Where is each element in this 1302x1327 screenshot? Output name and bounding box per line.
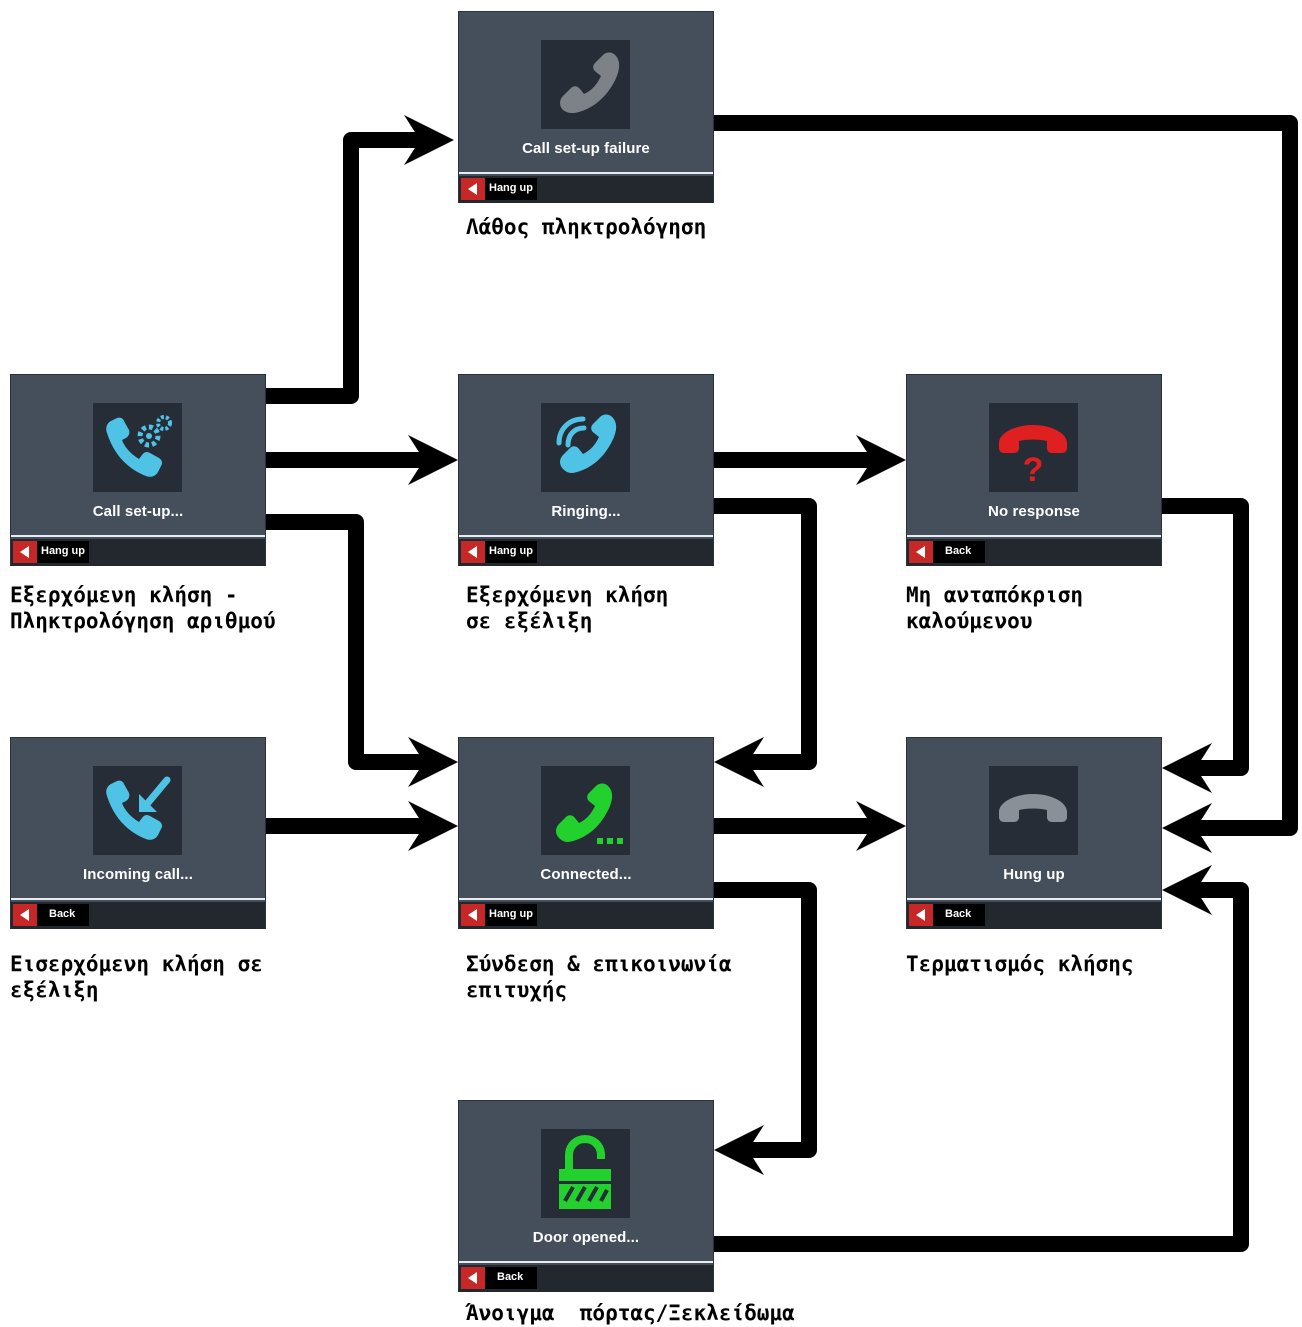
phone-settings-icon: [93, 403, 182, 492]
softkey-bar: Hang up: [459, 176, 713, 203]
svg-text:?: ?: [1023, 451, 1044, 489]
divider: [11, 898, 265, 900]
softkey-bar: Back: [459, 1265, 713, 1292]
back-arrow-icon: [909, 904, 933, 926]
phone-question-icon: ?: [989, 403, 1078, 492]
status-text: Call set-up failure: [522, 140, 650, 157]
screen-no-response: ? No response Back: [906, 374, 1162, 566]
caption-call-setup: Εξερχόμενη κλήση - Πληκτρολόγηση αριθμού: [10, 583, 276, 633]
divider: [459, 172, 713, 174]
divider: [907, 898, 1161, 900]
screen-incoming-call: Incoming call... Back: [10, 737, 266, 929]
back-button[interactable]: Back: [909, 904, 985, 926]
caption-door-opened: Άνοιγμα πόρτας/Ξεκλείδωμα: [466, 1301, 795, 1325]
status-text: Incoming call...: [83, 866, 193, 883]
divider: [459, 898, 713, 900]
back-arrow-icon: [909, 541, 933, 563]
arrow-failure-to-hungup: [713, 115, 1298, 836]
status-text: Ringing...: [551, 503, 621, 520]
phone-ringing-icon: [541, 403, 630, 492]
hang-up-button[interactable]: Hang up: [461, 541, 537, 563]
softkey-label: Hang up: [489, 545, 533, 557]
arrow-noresponse-to-hungup: [1162, 498, 1249, 776]
softkey-bar: Back: [907, 539, 1161, 566]
screen-hung-up: Hung up Back: [906, 737, 1162, 929]
status-text: No response: [988, 503, 1080, 520]
padlock-open-icon: [541, 1129, 630, 1218]
back-arrow-icon: [13, 541, 37, 563]
screen-call-setup: Call set-up... Hang up: [10, 374, 266, 566]
softkey-bar: Back: [11, 902, 265, 929]
status-text: Door opened...: [532, 1229, 640, 1246]
softkey-label: Back: [945, 908, 972, 920]
back-arrow-icon: [461, 178, 485, 200]
screen-connected: Connected... Hang up: [458, 737, 714, 929]
softkey-bar: Back: [907, 902, 1161, 929]
softkey-label: Hang up: [489, 908, 533, 920]
arrow-setup-to-connected: [266, 514, 430, 770]
screen-call-setup-failure: Call set-up failure Hang up: [458, 11, 714, 203]
phone-connected-icon: [541, 766, 630, 855]
status-text: Connected...: [540, 866, 632, 883]
back-arrow-icon: [461, 904, 485, 926]
softkey-bar: Hang up: [11, 539, 265, 566]
softkey-label: Back: [49, 908, 76, 920]
back-button[interactable]: Back: [461, 1267, 537, 1289]
hang-up-button[interactable]: Hang up: [13, 541, 89, 563]
caption-call-setup-failure: Λάθος πληκτρολόγηση: [466, 215, 707, 239]
softkey-label: Hang up: [489, 182, 533, 194]
back-button[interactable]: Back: [909, 541, 985, 563]
softkey-label: Back: [945, 545, 972, 557]
softkey-bar: Hang up: [459, 539, 713, 566]
hang-up-button[interactable]: Hang up: [461, 904, 537, 926]
arrow-ringing-to-connected: [713, 498, 817, 770]
screen-ringing: Ringing... Hang up: [458, 374, 714, 566]
arrow-setup-to-failure: [266, 132, 430, 404]
phone-incoming-icon: [93, 766, 182, 855]
back-button[interactable]: Back: [13, 904, 89, 926]
back-arrow-icon: [461, 541, 485, 563]
caption-ringing: Εξερχόμενη κλήση σε εξέλιξη: [466, 583, 669, 633]
arrow-door-to-hungup: [713, 882, 1249, 1252]
status-text: Call set-up...: [92, 503, 184, 520]
softkey-label: Hang up: [41, 545, 85, 557]
caption-no-response: Μη ανταπόκριση καλούμενου: [906, 583, 1084, 633]
screen-door-opened: Door opened... Back: [458, 1100, 714, 1292]
divider: [459, 1261, 713, 1263]
phone-grey-icon: [541, 40, 630, 129]
status-text: Hung up: [1003, 866, 1065, 883]
back-arrow-icon: [13, 904, 37, 926]
arrow-connected-to-door: [713, 882, 817, 1158]
divider: [907, 535, 1161, 537]
caption-incoming-call: Εισερχόμενη κλήση σε εξέλιξη: [10, 952, 263, 1002]
back-arrow-icon: [461, 1267, 485, 1289]
divider: [459, 535, 713, 537]
hang-up-button[interactable]: Hang up: [461, 178, 537, 200]
divider: [11, 535, 265, 537]
softkey-bar: Hang up: [459, 902, 713, 929]
caption-hung-up: Τερματισμός κλήσης: [906, 952, 1134, 976]
caption-connected: Σύνδεση & επικοινωνία επιτυχής: [466, 952, 732, 1002]
phone-hung-up-icon: [989, 766, 1078, 855]
softkey-label: Back: [497, 1271, 524, 1283]
